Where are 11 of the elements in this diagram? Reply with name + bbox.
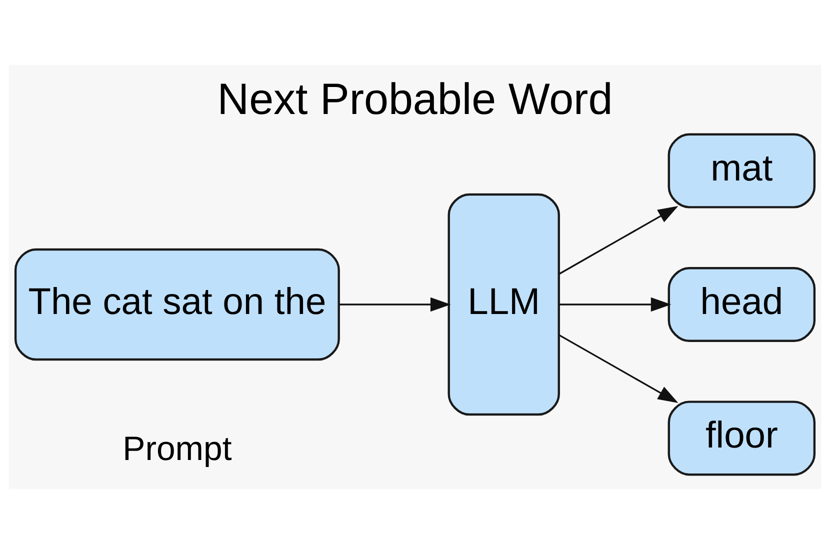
arrow (558, 206, 678, 275)
diagram-title: Next Probable Word (217, 74, 613, 124)
node-box: mat (668, 133, 816, 208)
arrow (559, 297, 672, 312)
node-label: Prompt (122, 430, 232, 468)
node-box: The cat sat on the (14, 248, 340, 361)
node-box: LLM (448, 193, 560, 416)
node-box: head (668, 267, 816, 342)
arrow (558, 334, 678, 404)
node-box: floor (668, 400, 816, 476)
arrow (339, 297, 451, 312)
